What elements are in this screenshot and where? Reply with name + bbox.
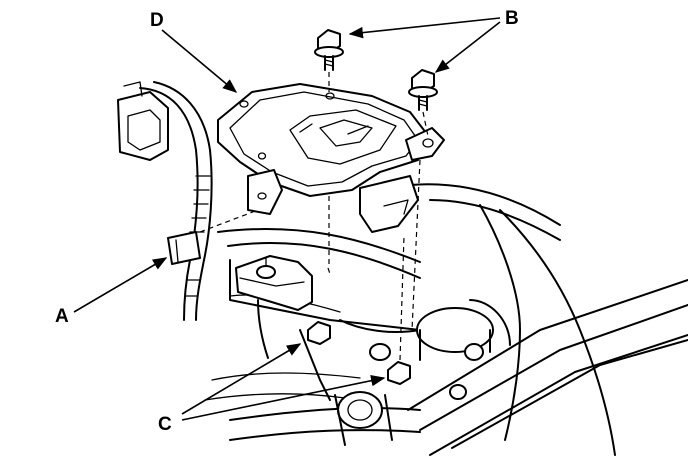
callout-c: C (158, 343, 386, 435)
callout-label-d: D (150, 10, 164, 31)
mounting-nut-icon (387, 361, 411, 385)
harness-clamp (167, 231, 201, 265)
mounting-bracket (217, 83, 445, 233)
engine-background (204, 183, 688, 456)
callout-label-a: A (55, 306, 69, 327)
callout-a: A (55, 257, 168, 327)
callout-d: D (150, 10, 238, 93)
mounting-nut-icon (307, 321, 331, 345)
nut-group (307, 235, 411, 385)
callout-label-c: C (158, 414, 172, 435)
flange-bolt-icon (408, 69, 438, 111)
wire-harness (117, 81, 259, 321)
callout-label-b: B (505, 8, 519, 29)
callout-b: B (348, 8, 519, 73)
flange-bolt-icon (314, 29, 344, 71)
bolt-group (314, 29, 438, 331)
